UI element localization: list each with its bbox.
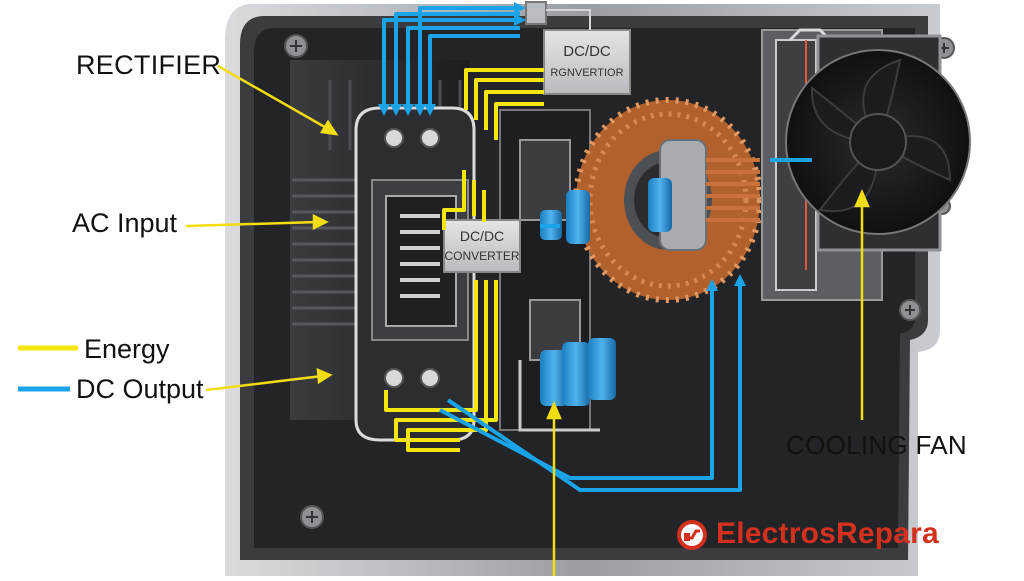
dc-output-flow-lines <box>382 6 812 492</box>
dcdc-top-label-2: RGNVERTIOR <box>550 67 623 79</box>
screw-top-left <box>284 34 308 58</box>
legend-energy-label: Energy <box>84 334 170 364</box>
capacitor-group-upper <box>540 178 672 244</box>
cooling-fan-assembly <box>761 28 971 301</box>
dcdc-converter-mid: DC/DC CONVERTER <box>443 219 521 273</box>
energy-flow-lines <box>384 68 544 452</box>
dcdc-mid-label-2: CONVERTER <box>444 249 519 263</box>
brand-name: ElectrosRepara <box>716 517 939 550</box>
brand-icon-spacer <box>676 518 708 550</box>
dcdc-mid-label-1: DC/DC <box>460 228 504 244</box>
rectifier-label: RECTIFIER <box>76 50 222 80</box>
rectifier-module <box>354 106 476 442</box>
screw-bottom-left <box>300 505 324 529</box>
legend-swatches <box>18 345 78 392</box>
dcdc-top-label-1: DC/DC <box>563 43 611 60</box>
screw-mid-right <box>899 299 921 321</box>
label-pointers <box>185 64 870 576</box>
legend-dc-output-label: DC Output <box>76 374 204 404</box>
ac-input-label: AC Input <box>72 208 178 238</box>
dc-output-arrowheads <box>378 2 746 291</box>
top-connector <box>525 1 591 30</box>
cooling-fan-label: COOLING FAN <box>786 430 967 460</box>
brand-logo: ElectrosRepara <box>676 514 939 554</box>
capacitor-group-lower <box>540 338 616 406</box>
plug-logo-icon <box>677 520 707 550</box>
dcdc-converter-top: DC/DC RGNVERTIOR <box>543 29 631 95</box>
